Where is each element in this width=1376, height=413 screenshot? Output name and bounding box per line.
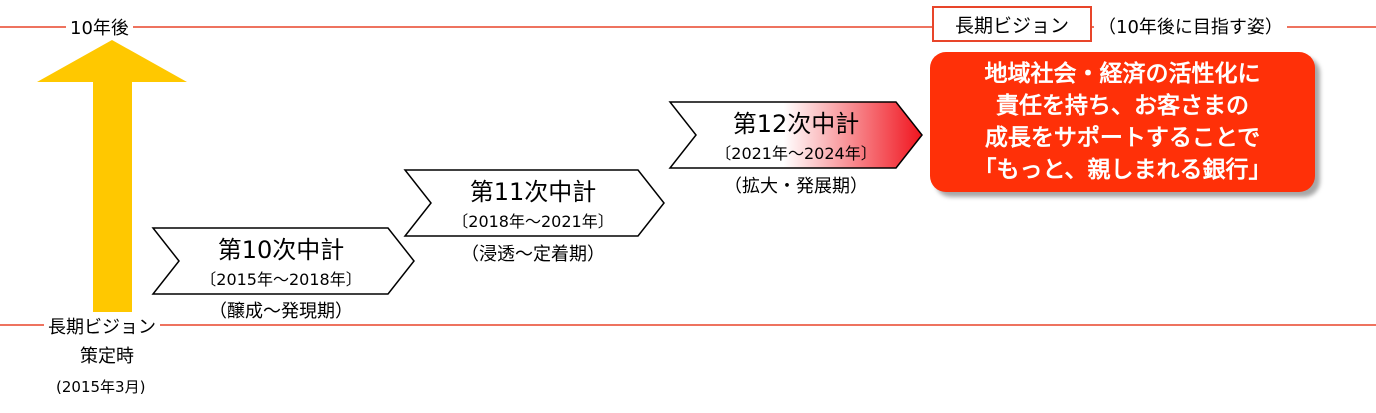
plan-10-years: 〔2015年〜2018年〕 — [200, 270, 362, 289]
vision-note: （10年後に目指す姿） — [1094, 13, 1287, 39]
vision-established-label-line1: 長期ビジョン — [44, 313, 160, 339]
long-term-vision-label: 長期ビジョン — [954, 14, 1069, 37]
growth-arrow — [37, 40, 187, 312]
plan-11-years: 〔2018年〜2021年〕 — [452, 212, 614, 231]
plan-11-phase: （浸透〜定着期） — [461, 244, 605, 265]
goal-line: 責任を持ち、お客さまの — [996, 93, 1249, 119]
goal-line: 「もっと、親しまれる銀行」 — [973, 157, 1272, 183]
plan-12-years: 〔2021年〜2024年〕 — [715, 144, 877, 163]
goal-line: 地域社会・経済の活性化に — [984, 61, 1261, 87]
plan-chevron-12 — [668, 101, 923, 169]
plan-chevron-10 — [151, 227, 415, 295]
plan-11-title: 第11次中計 — [469, 178, 597, 206]
vision-established-date: (2015年3月) — [56, 378, 146, 396]
ten-years-later-label: 10年後 — [66, 14, 133, 40]
vision-established-label-line2: 策定時 — [80, 346, 134, 367]
vision-goal-callout: 地域社会・経済の活性化に 責任を持ち、お客さまの 成長をサポートすることで 「も… — [930, 52, 1315, 192]
goal-line: 成長をサポートすることで — [984, 125, 1261, 151]
plan-chevron-11 — [403, 169, 665, 237]
plan-12-title: 第12次中計 — [732, 110, 860, 138]
long-term-vision-box: 長期ビジョン — [932, 6, 1092, 42]
plan-12-phase: （拡大・発展期） — [724, 176, 868, 197]
plan-10-phase: （醸成〜発現期） — [209, 301, 353, 322]
plan-10-title: 第10次中計 — [217, 236, 345, 264]
